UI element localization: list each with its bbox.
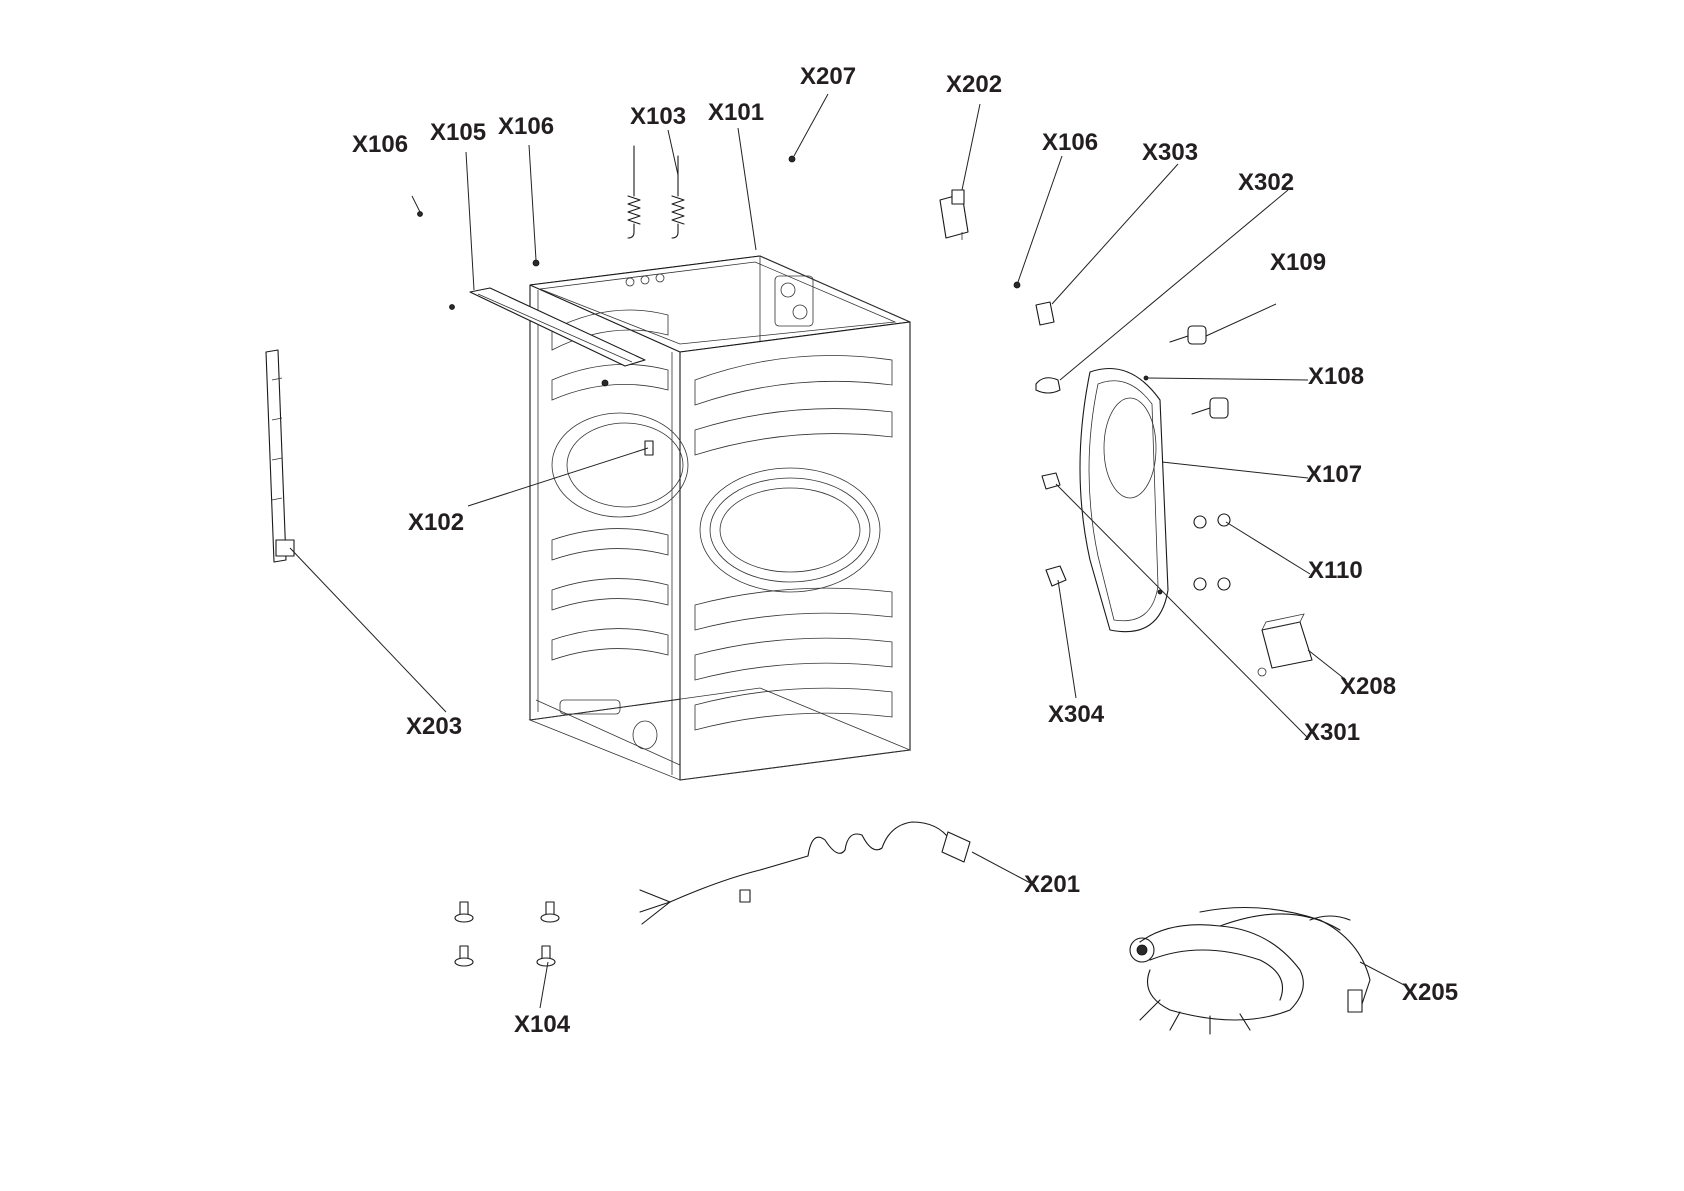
callout-x107: X107 [1306,461,1362,488]
wiring-harness [1129,907,1371,1035]
cabinet [528,255,912,781]
door-clips [1193,513,1231,591]
callout-x205: X205 [1402,979,1458,1006]
callout-x203: X203 [406,713,462,740]
callout-x301: X301 [1304,719,1360,746]
door-frame [1079,368,1169,633]
callout-x202: X202 [946,71,1002,98]
callout-labels: X106 X105 X106 X103 X101 X207 X202 X106 … [352,63,1458,1038]
screws [417,155,1021,456]
callout-x207: X207 [800,63,856,90]
hinge [1035,301,1055,326]
callout-x302: X302 [1238,169,1294,196]
callout-x106-a: X106 [352,131,408,158]
side-bracket [265,349,295,563]
callout-x201: X201 [1024,871,1080,898]
door-handle [1035,377,1061,394]
power-cord [639,821,971,925]
callout-x106-c: X106 [1042,129,1098,156]
callout-x110: X110 [1308,557,1363,584]
door-bumpers [1169,325,1229,419]
callout-x303: X303 [1142,139,1198,166]
callout-x105: X105 [430,119,486,146]
callout-x108: X108 [1308,363,1364,390]
callout-x101: X101 [708,99,764,126]
door-latch-parts [1041,472,1067,587]
callout-x103: X103 [630,103,686,130]
callout-x102: X102 [408,509,464,536]
suspension-springs [627,145,685,239]
leveling-feet [454,901,560,967]
callout-x208: X208 [1340,673,1396,700]
callout-x106-b: X106 [498,113,554,140]
top-rail [449,287,646,367]
leader-lines [289,93,1407,1009]
callout-x304: X304 [1048,701,1105,728]
callout-x104: X104 [514,1011,571,1038]
callout-x109: X109 [1270,249,1326,276]
control-box [1257,613,1313,677]
door-lock [939,189,969,240]
